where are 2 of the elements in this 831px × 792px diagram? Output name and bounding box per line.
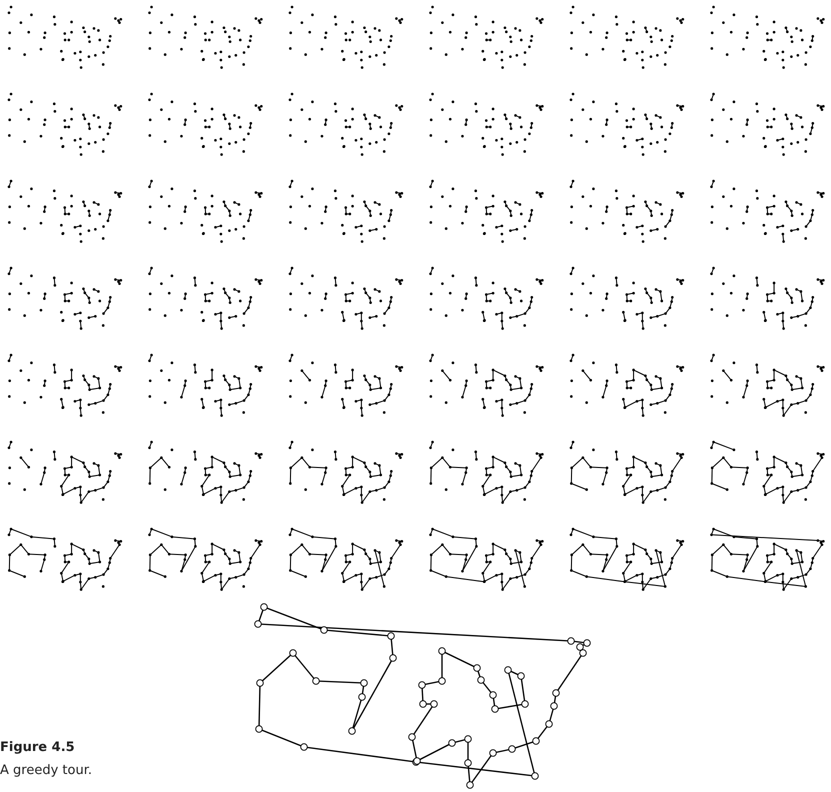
figure-caption: A greedy tour. — [0, 763, 92, 778]
figure-number: Figure 4.5 — [0, 740, 75, 755]
